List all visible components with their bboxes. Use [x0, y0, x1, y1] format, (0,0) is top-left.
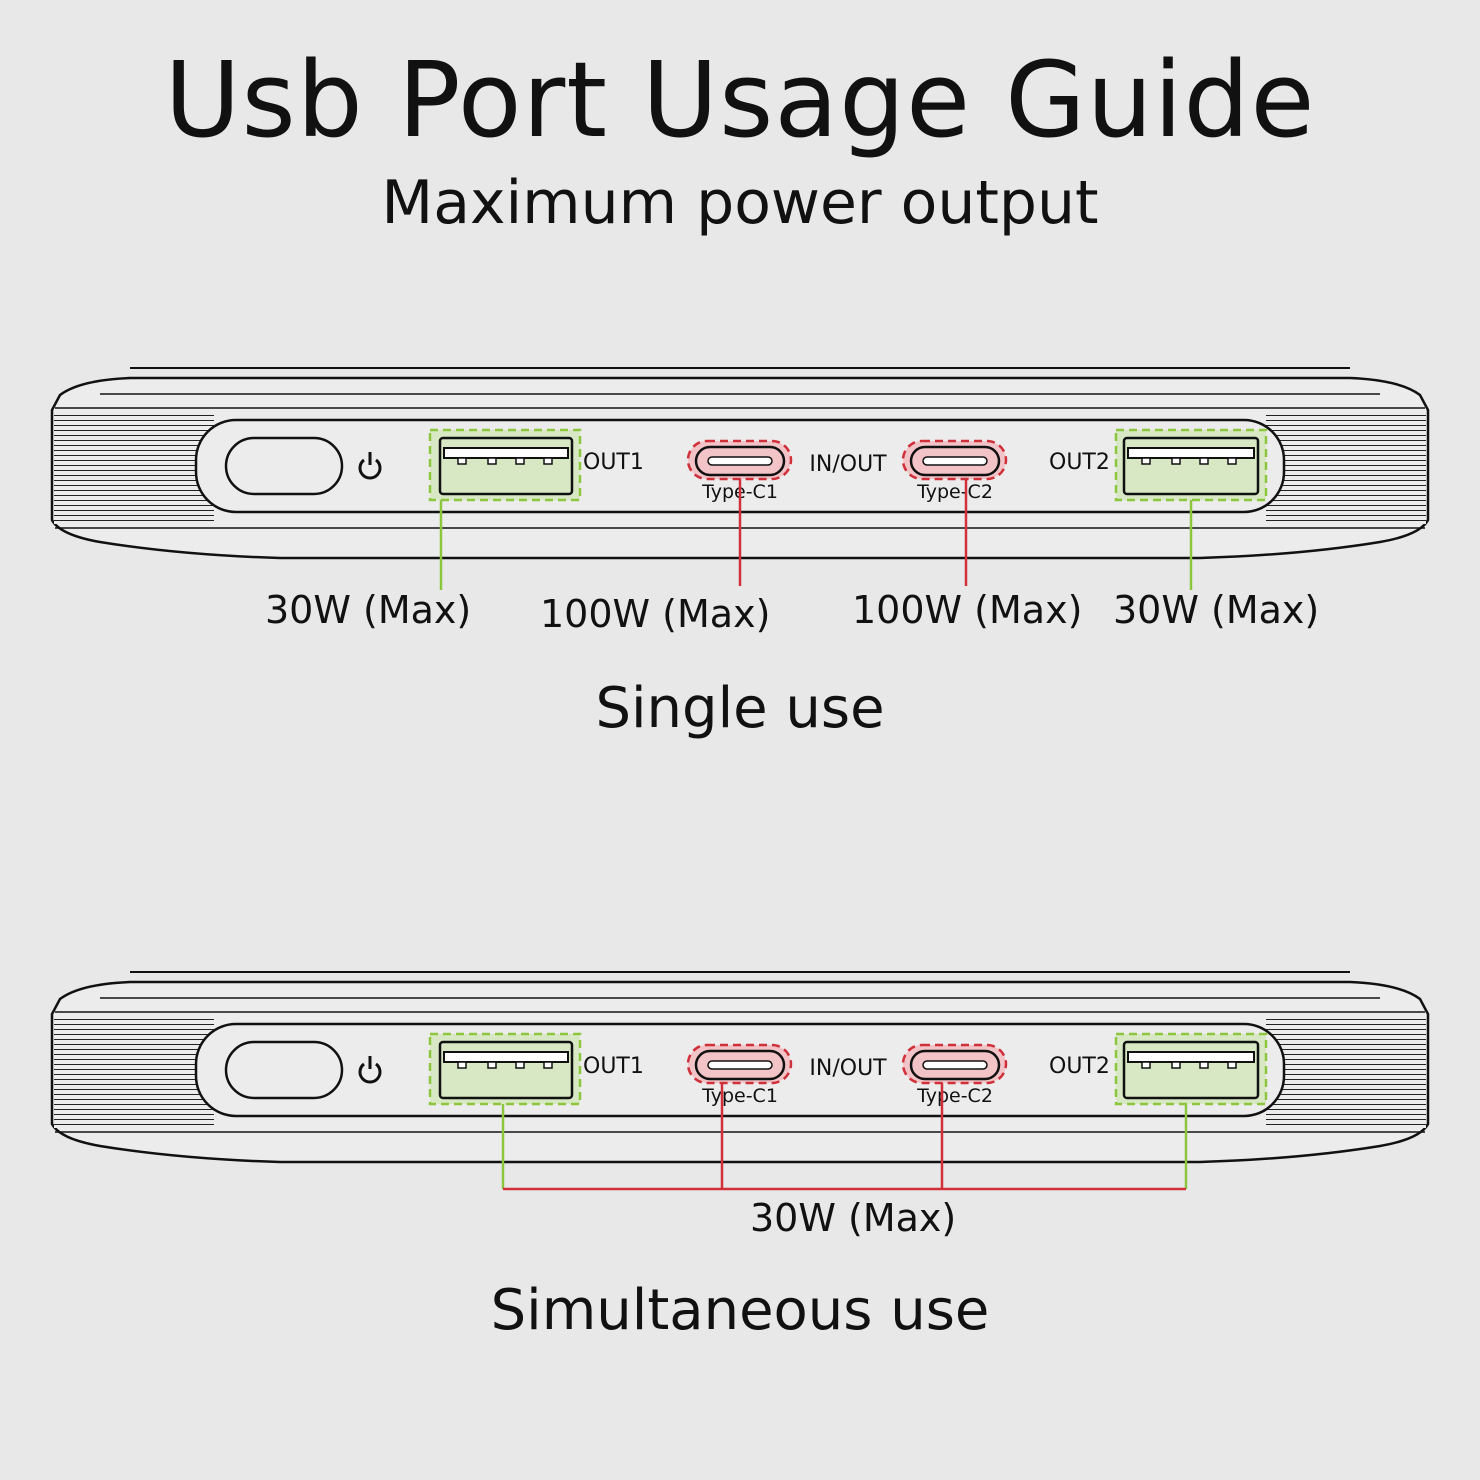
out2-label: OUT2 — [1049, 1054, 1110, 1079]
typec1-label: Type-C1 — [701, 1085, 778, 1107]
rib-texture-left — [54, 412, 214, 524]
single-out2-power: 30W (Max) — [1113, 588, 1320, 632]
power-bank-single-use: OUT1 Type-C1 IN/OUT Type-C2 OUT2 — [50, 367, 1430, 590]
single-out1-power: 30W (Max) — [265, 588, 472, 632]
single-use-label: Single use — [595, 676, 885, 741]
typec2-label: Type-C2 — [916, 481, 993, 503]
inout-label: IN/OUT — [809, 1056, 887, 1081]
single-typec2-power: 100W (Max) — [852, 588, 1083, 632]
power-icon — [358, 452, 382, 480]
rib-texture-right — [1266, 412, 1426, 524]
usb-a-port-out1 — [438, 1040, 574, 1100]
simultaneous-use-label: Simultaneous use — [490, 1278, 990, 1343]
inout-label: IN/OUT — [809, 452, 887, 477]
typec2-label: Type-C2 — [916, 1085, 993, 1107]
power-icon — [358, 1056, 382, 1084]
rib-texture-left — [54, 1016, 214, 1128]
out2-label: OUT2 — [1049, 450, 1110, 475]
out1-label: OUT1 — [583, 1054, 644, 1079]
power-button — [224, 1040, 344, 1100]
rib-texture-right — [1266, 1016, 1426, 1128]
usb-a-port-out2 — [1122, 1040, 1260, 1100]
page-subtitle: Maximum power output — [381, 168, 1099, 238]
power-button — [224, 436, 344, 496]
page-title: Usb Port Usage Guide — [164, 39, 1316, 161]
single-typec1-power: 100W (Max) — [540, 592, 771, 636]
power-bank-simultaneous-use: OUT1 Type-C1 IN/OUT Type-C2 OUT2 — [50, 971, 1430, 1191]
out1-label: OUT1 — [583, 450, 644, 475]
simultaneous-combined-power: 30W (Max) — [750, 1196, 957, 1240]
usb-a-port-out1 — [438, 436, 574, 496]
usb-a-port-out2 — [1122, 436, 1260, 496]
